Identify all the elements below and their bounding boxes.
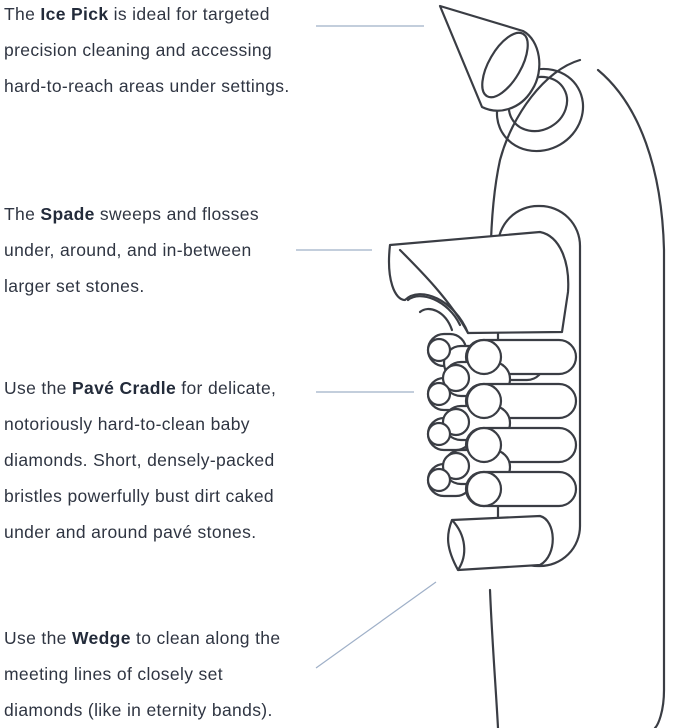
leader-line-wedge [315,581,437,669]
spade-inner [406,295,462,332]
ice-pick-description: The Ice Pick is ideal for targeted preci… [4,4,290,96]
pave-cradle-name: Pavé Cradle [71,378,177,398]
spade-curve [398,248,470,335]
spade-head [388,230,570,335]
pave-cradle-description: Use the Pavé Cradle for delicate, notori… [4,378,277,542]
pave-cradle-bristles [426,332,578,508]
spade-description: The Spade sweeps and flosses under, arou… [4,204,259,296]
spade-name: Spade [40,204,95,224]
wedge-face [450,518,466,572]
ice-pick-base [481,31,529,99]
ice-pick-name: Ice Pick [40,4,109,24]
wedge-head [446,514,554,572]
wedge-description: Use the Wedge to clean along the meeting… [4,628,281,720]
wedge-name: Wedge [71,628,131,648]
